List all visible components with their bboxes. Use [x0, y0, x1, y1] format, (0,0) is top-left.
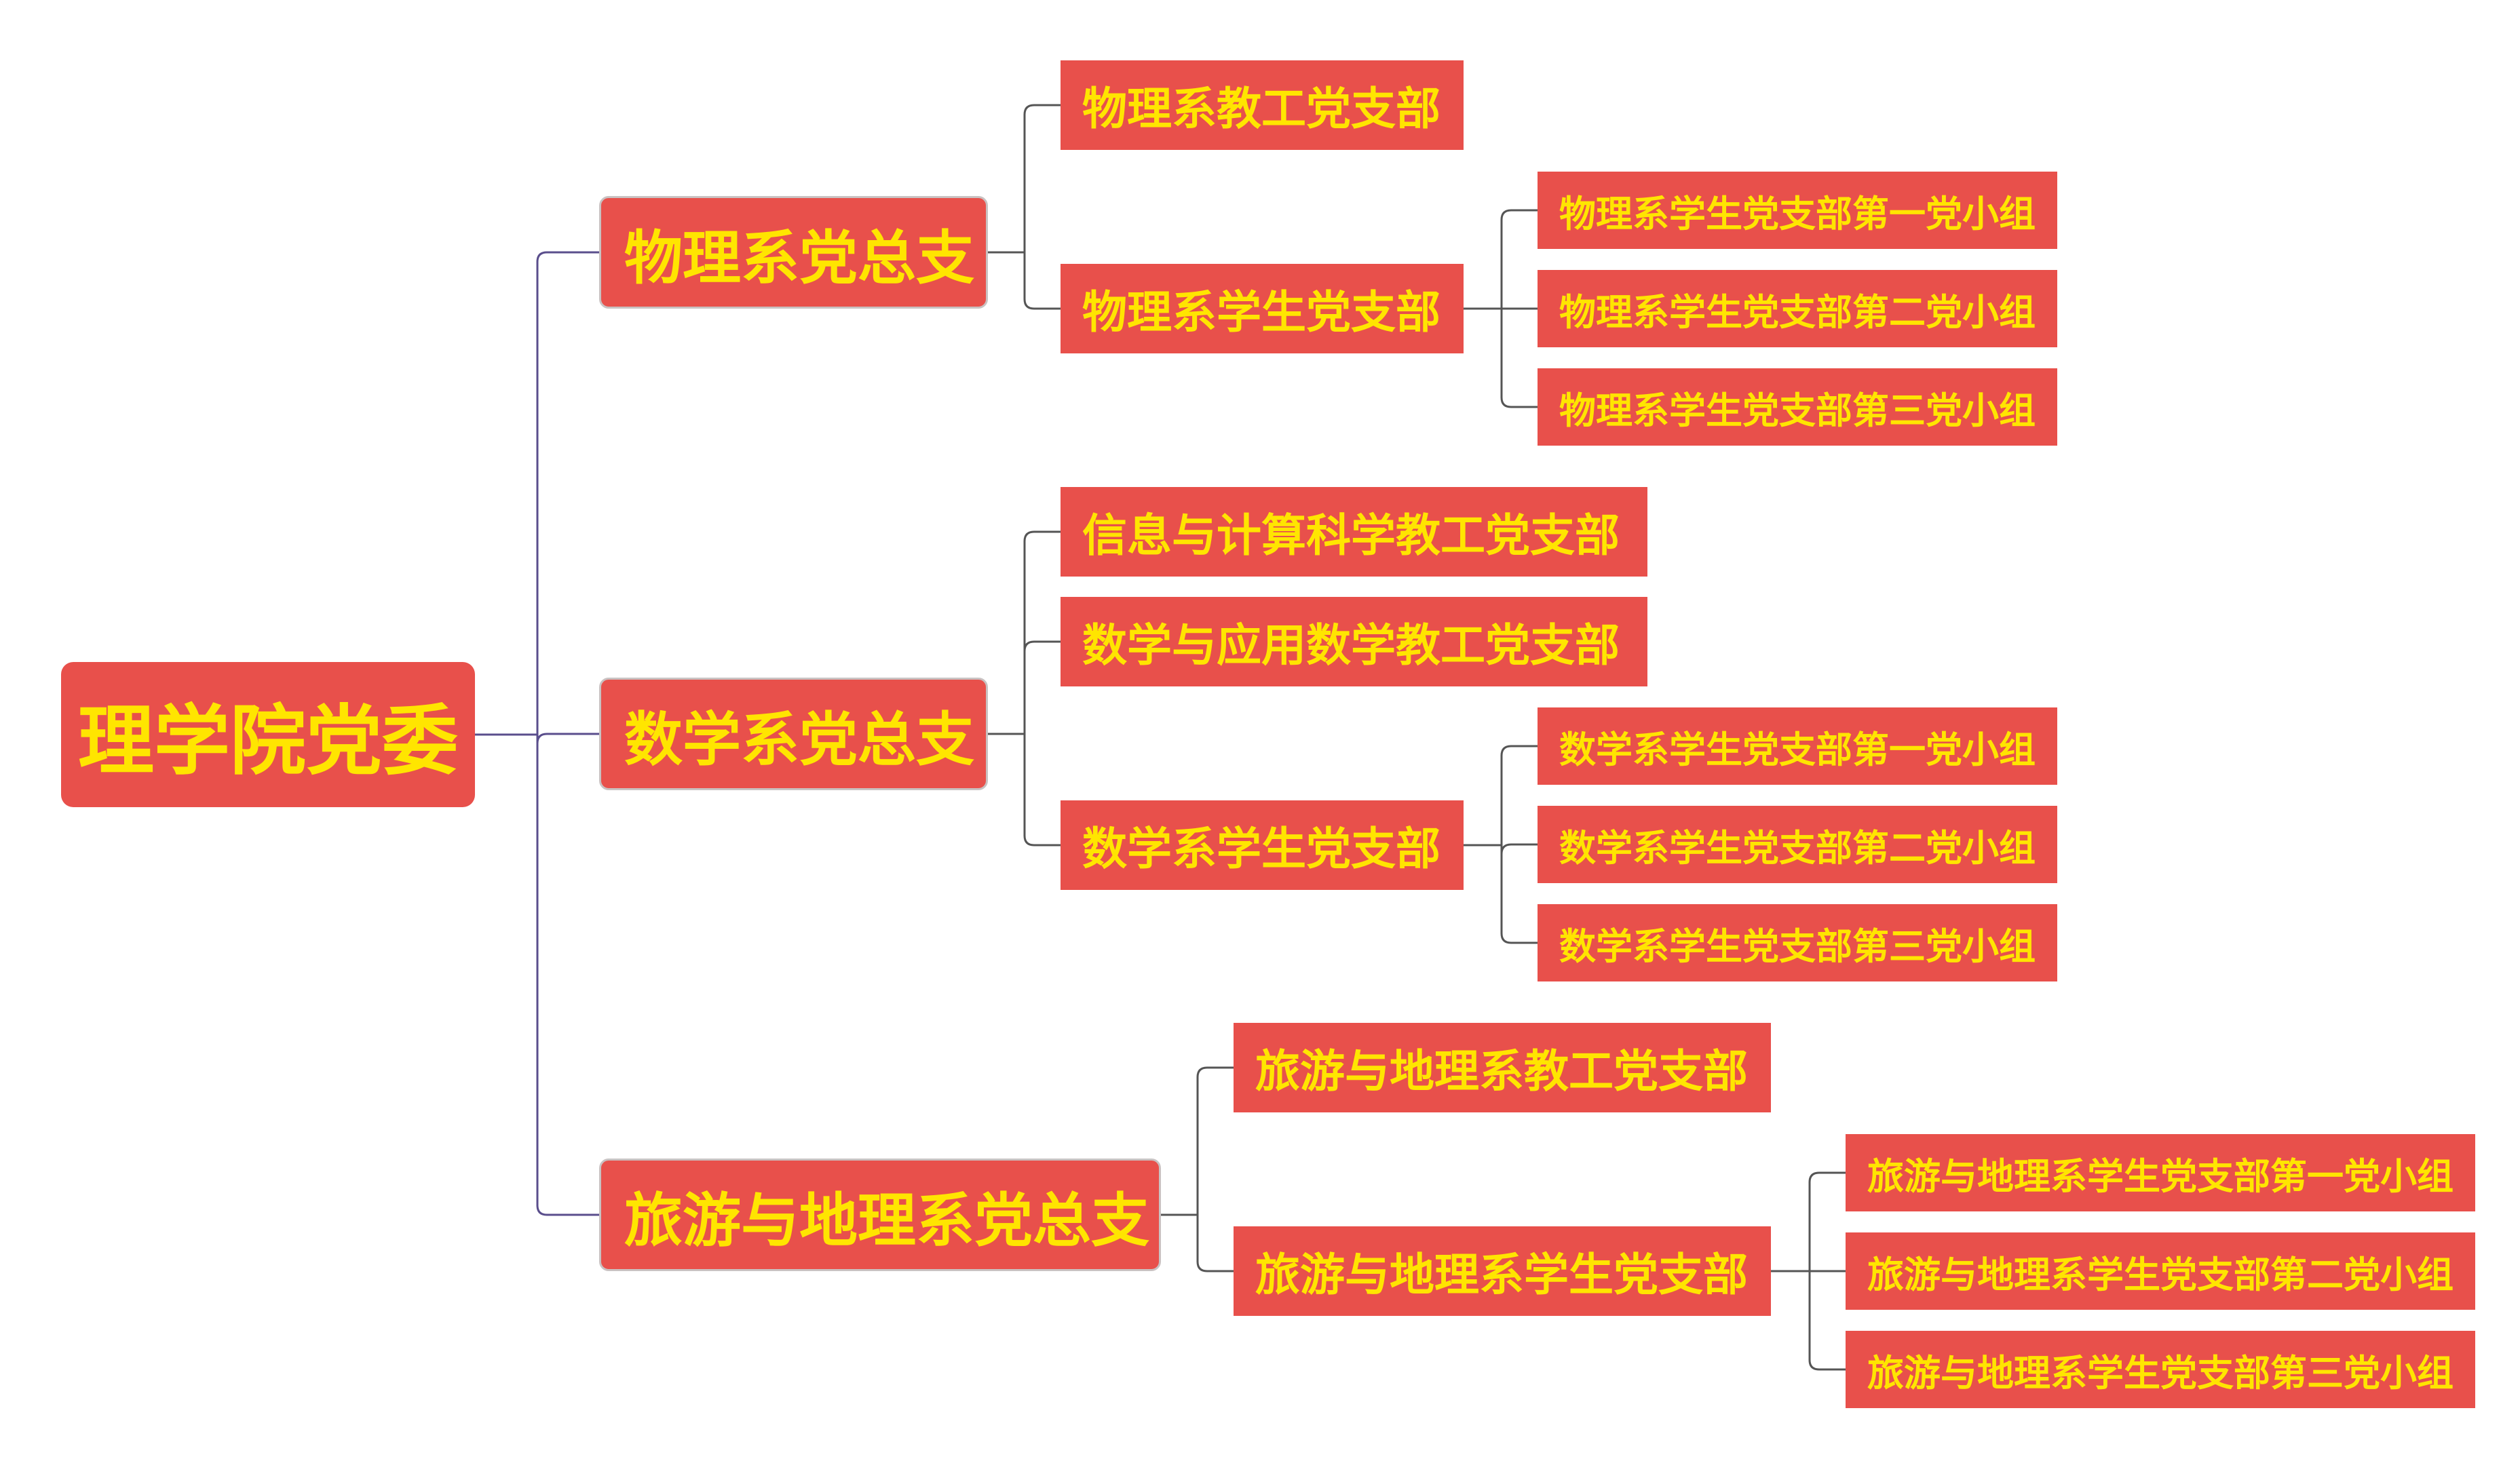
connector-line: [988, 640, 1061, 735]
connector-line: [1161, 1213, 1234, 1272]
group-math-3[interactable]: 数学系学生党支部第三党小组: [1538, 904, 2057, 981]
connector-line: [988, 104, 1061, 254]
group-geo-3[interactable]: 旅游与地理系学生党支部第三党小组: [1846, 1331, 2475, 1408]
group-physics-1[interactable]: 物理系学生党支部第一党小组: [1538, 172, 2057, 249]
physics-group-connectors: [1464, 209, 1538, 408]
math-connectors: [988, 530, 1061, 847]
branch-math[interactable]: 数学系党总支: [599, 678, 988, 790]
group-math-1[interactable]: 数学系学生党支部第一党小组: [1538, 707, 2057, 785]
connector-line: [1464, 209, 1538, 310]
sub-geo-student[interactable]: 旅游与地理系学生党支部: [1234, 1226, 1771, 1316]
connector-line: [988, 251, 1061, 310]
sub-physics-student[interactable]: 物理系学生党支部: [1061, 264, 1464, 353]
group-geo-2[interactable]: 旅游与地理系学生党支部第二党小组: [1846, 1232, 2475, 1310]
connector-line: [1464, 745, 1538, 847]
connector-line: [1464, 844, 1538, 944]
sub-physics-staff[interactable]: 物理系教工党支部: [1061, 60, 1464, 150]
sub-geo-staff[interactable]: 旅游与地理系教工党支部: [1234, 1023, 1771, 1112]
connector-line: [475, 251, 599, 736]
root-node[interactable]: 理学院党委: [61, 662, 475, 807]
sub-math-info-staff[interactable]: 信息与计算科学教工党支部: [1061, 487, 1647, 577]
branch-geography[interactable]: 旅游与地理系党总支: [599, 1159, 1161, 1271]
connector-line: [1771, 1270, 1846, 1371]
connector-line: [988, 733, 1061, 847]
connector-line: [988, 530, 1061, 735]
branch-physics[interactable]: 物理系党总支: [599, 196, 988, 309]
group-physics-2[interactable]: 物理系学生党支部第二党小组: [1538, 270, 2057, 347]
connector-line: [1464, 307, 1538, 408]
group-math-2[interactable]: 数学系学生党支部第二党小组: [1538, 806, 2057, 883]
connector-line: [1771, 1171, 1846, 1272]
geo-group-connectors: [1771, 1171, 1846, 1371]
sub-math-applied-staff[interactable]: 数学与应用数学教工党支部: [1061, 597, 1647, 686]
physics-connectors: [988, 104, 1061, 310]
connector-line: [475, 733, 599, 1216]
group-geo-1[interactable]: 旅游与地理系学生党支部第一党小组: [1846, 1134, 2475, 1211]
geo-connectors: [1161, 1066, 1234, 1272]
math-group-connectors: [1464, 745, 1538, 944]
group-physics-3[interactable]: 物理系学生党支部第三党小组: [1538, 368, 2057, 446]
root-connectors: [475, 251, 599, 1216]
sub-math-student[interactable]: 数学系学生党支部: [1061, 800, 1464, 890]
connector-line: [1161, 1066, 1234, 1216]
